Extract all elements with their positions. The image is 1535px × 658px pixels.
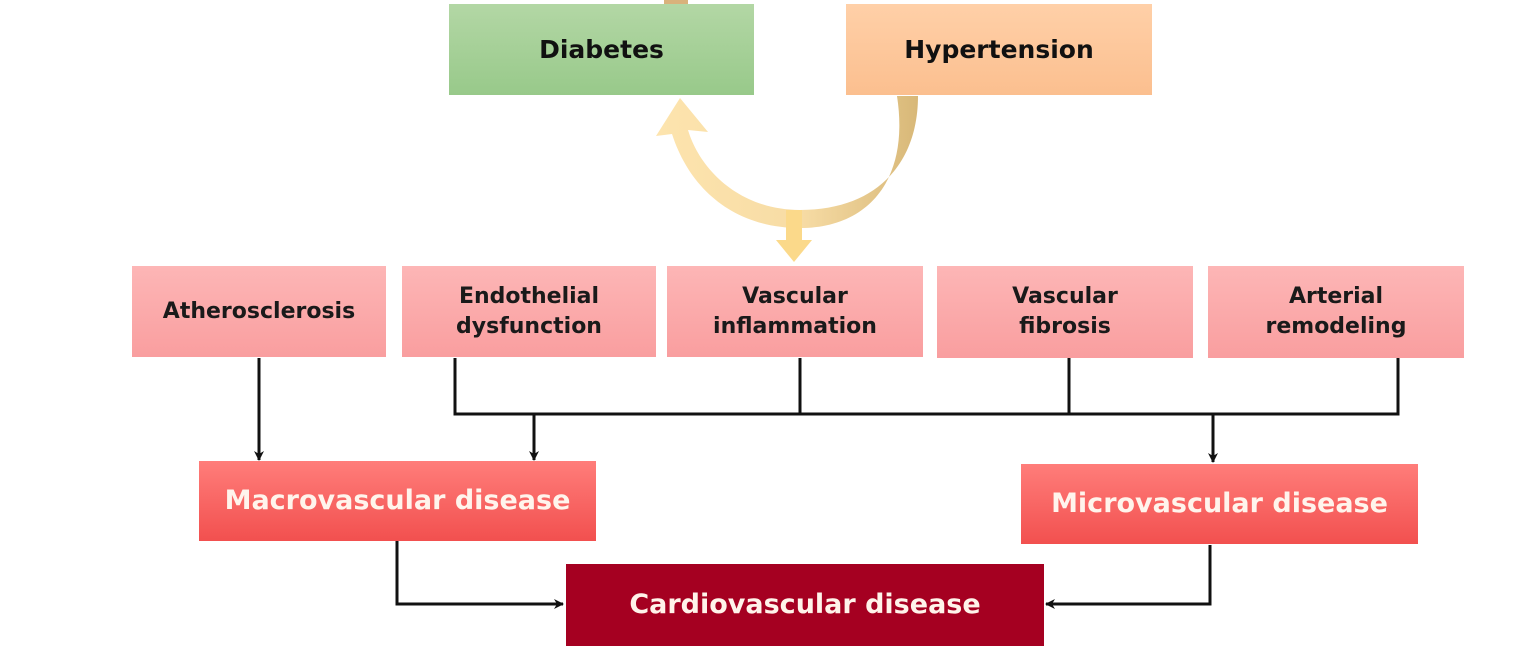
mechanism-vascular-inflammation: Vascular inflammation bbox=[667, 266, 923, 357]
connector-bus bbox=[453, 358, 1400, 416]
microvascular-label: Microvascular disease bbox=[1051, 487, 1388, 519]
mechanism-line2: inflammation bbox=[713, 313, 877, 339]
macrovascular-disease-box: Macrovascular disease bbox=[199, 461, 596, 541]
microvascular-disease-box: Microvascular disease bbox=[1021, 464, 1418, 544]
mechanism-line2: remodeling bbox=[1265, 314, 1407, 339]
mechanism-line1: Arterial bbox=[1288, 284, 1384, 310]
macrovascular-label: Macrovascular disease bbox=[224, 484, 571, 516]
mechanism-line1: Atherosclerosis bbox=[162, 298, 356, 324]
hypertension-label: Hypertension bbox=[904, 34, 1094, 64]
hypertension-box: Hypertension bbox=[846, 4, 1152, 95]
mechanism-line1: Endothelial bbox=[458, 283, 600, 309]
curved-arrow-hypertension-to-diabetes bbox=[656, 96, 918, 228]
mechanism-line2: fibrosis bbox=[1019, 314, 1111, 339]
cardiovascular-label: Cardiovascular disease bbox=[629, 588, 981, 620]
connector-macro-to-cvd bbox=[395, 541, 564, 609]
mechanism-line1: Vascular bbox=[1012, 284, 1118, 310]
connector-micro-to-cvd bbox=[1045, 545, 1212, 609]
mechanism-vascular-fibrosis: Vascular fibrosis bbox=[937, 266, 1193, 358]
diabetes-label: Diabetes bbox=[539, 34, 664, 64]
mechanism-line2: dysfunction bbox=[456, 313, 602, 339]
mechanism-atherosclerosis: Atherosclerosis bbox=[132, 266, 386, 357]
diabetes-box: Diabetes bbox=[449, 4, 754, 95]
mechanism-endothelial-dysfunction: Endothelial dysfunction bbox=[402, 266, 656, 357]
mechanism-arterial-remodeling: Arterial remodeling bbox=[1208, 266, 1464, 358]
mechanism-line1: Vascular bbox=[742, 283, 848, 309]
stub-mark bbox=[664, 0, 688, 6]
cardiovascular-disease-box: Cardiovascular disease bbox=[566, 564, 1044, 646]
down-arrow-to-mechanisms bbox=[776, 210, 812, 262]
